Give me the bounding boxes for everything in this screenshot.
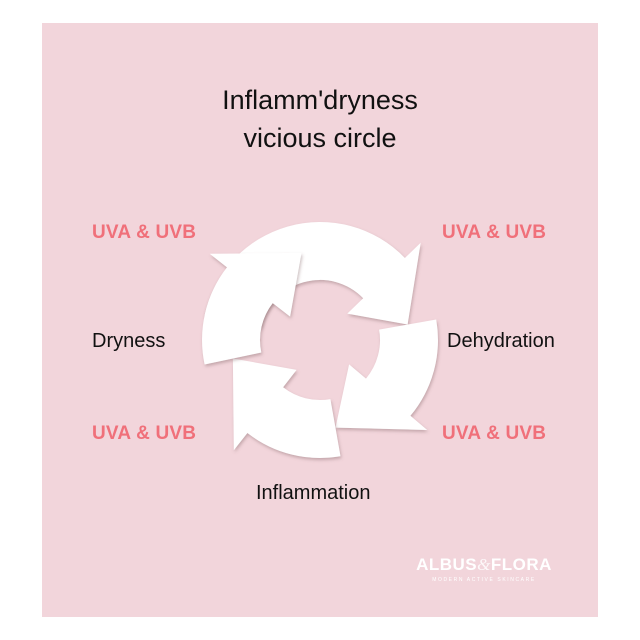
cycle-diagram	[202, 221, 438, 458]
brand-tagline: MODERN ACTIVE SKINCARE	[432, 577, 536, 583]
uv-label-top-left: UVA & UVB	[92, 222, 197, 243]
cycle-arrow-bottom	[232, 358, 341, 458]
stage-dryness: Dryness	[92, 330, 166, 352]
diagram-card: Inflamm'dryness vicious circle UVA & UVB…	[42, 23, 598, 617]
brand-logo: ALBUS&FLORA MODERN ACTIVE SKINCARE	[406, 555, 562, 583]
uv-label-top-right: UVA & UVB	[442, 222, 547, 243]
brand-name-part-2: FLORA	[490, 555, 552, 574]
brand-ampersand: &	[477, 555, 491, 574]
title-line-2: vicious circle	[243, 123, 397, 153]
stage-inflammation: Inflammation	[256, 482, 371, 504]
uv-label-bottom-left: UVA & UVB	[92, 423, 197, 444]
brand-name: ALBUS&FLORA	[406, 555, 562, 575]
stage-dehydration: Dehydration	[447, 330, 555, 352]
brand-name-part-1: ALBUS	[416, 555, 478, 574]
cycle-arrow-right	[335, 319, 438, 430]
uv-label-bottom-right: UVA & UVB	[442, 423, 547, 444]
diagram-title: Inflamm'dryness vicious circle	[42, 81, 598, 157]
title-line-1: Inflamm'dryness	[222, 85, 418, 115]
cycle-arrow-left	[202, 252, 302, 365]
cycle-ring	[202, 221, 438, 458]
